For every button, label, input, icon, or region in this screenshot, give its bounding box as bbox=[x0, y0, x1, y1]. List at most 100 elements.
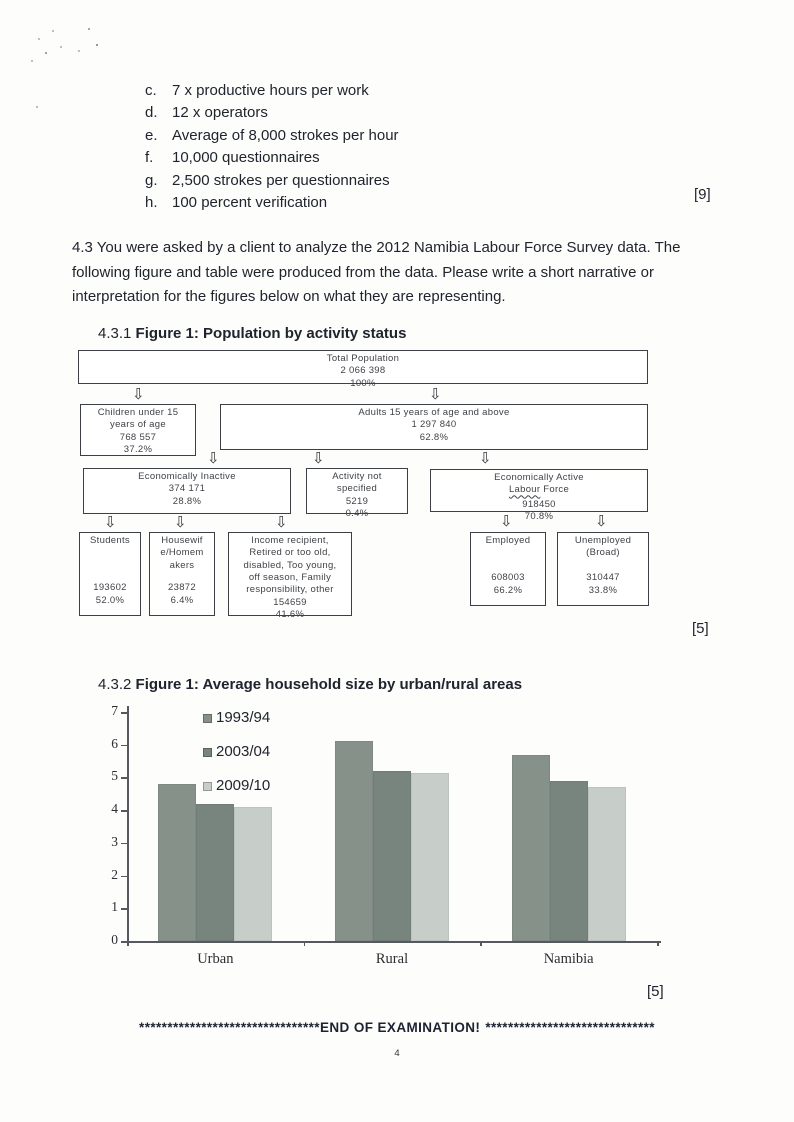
flow-node-activity-not-specified: Activity not specified 5219 0.4% bbox=[306, 468, 408, 519]
scan-speck bbox=[31, 60, 33, 62]
flow-node-text: Activity not specified 5219 0.4% bbox=[332, 471, 382, 520]
legend-swatch bbox=[203, 714, 212, 723]
x-category-label: Urban bbox=[197, 951, 234, 967]
bar-2003-04 bbox=[196, 803, 235, 941]
down-arrow-icon: ⇩ bbox=[275, 513, 288, 531]
bar-2003-04 bbox=[549, 780, 588, 941]
flow-node-unemployed-broad: Unemployed (Broad) 310447 33.8% bbox=[557, 532, 649, 606]
y-tick-mark bbox=[121, 941, 127, 943]
flow-node-economically-inactive: Economically Inactive 374 171 28.8% bbox=[83, 468, 291, 514]
y-tick-label: 6 bbox=[111, 735, 118, 751]
flow-node-text: Housewif e/Homem akers bbox=[160, 535, 204, 571]
flow-node-line: Economically Active bbox=[494, 472, 584, 483]
scan-speck bbox=[88, 28, 90, 30]
x-category-label: Rural bbox=[375, 951, 409, 967]
marks-badge: [5] bbox=[647, 983, 664, 1000]
answer-list: c.7 x productive hours per work d.12 x o… bbox=[145, 80, 399, 214]
bar-2009-10 bbox=[234, 806, 273, 941]
list-item-letter: e. bbox=[145, 126, 158, 144]
scan-speck bbox=[96, 44, 98, 46]
y-tick-label: 0 bbox=[111, 932, 118, 947]
flow-node-students: Students 193602 52.0% bbox=[79, 532, 141, 616]
figure2-heading: 4.3.2 Figure 1: Average household size b… bbox=[98, 676, 522, 693]
flow-node-text: Unemployed (Broad) bbox=[574, 535, 632, 559]
y-tick-label: 7 bbox=[111, 703, 118, 718]
legend-label: 1993/94 bbox=[216, 709, 271, 726]
down-arrow-icon: ⇩ bbox=[500, 512, 513, 530]
x-axis-line bbox=[126, 941, 661, 943]
end-of-exam-text: END OF EXAMINATION! bbox=[319, 1020, 481, 1035]
end-of-exam-line: ********************************END OF E… bbox=[0, 1020, 794, 1035]
flow-node-values: 918450 70.8% bbox=[522, 498, 556, 523]
x-tick-mark bbox=[303, 941, 306, 946]
down-arrow-icon: ⇩ bbox=[104, 513, 117, 531]
legend-label: 2003/04 bbox=[216, 743, 271, 760]
list-item: h. 100 percent verification bbox=[145, 192, 399, 214]
bar-2009-10 bbox=[411, 772, 449, 941]
scan-speck bbox=[45, 52, 47, 54]
x-tick-mark bbox=[657, 941, 659, 946]
flow-node-text: Employed bbox=[485, 535, 531, 546]
marks-badge: [5] bbox=[692, 620, 709, 637]
flow-node-total-population: Total Population 2 066 398 100% bbox=[78, 350, 648, 389]
flow-node-labour-word: Labour bbox=[508, 484, 541, 496]
down-arrow-icon: ⇩ bbox=[595, 512, 608, 530]
legend-swatch bbox=[203, 782, 212, 791]
flow-node-housewife-homemakers: Housewif e/Homem akers 23872 6.4% bbox=[149, 532, 215, 616]
flow-node-values: 23872 6.4% bbox=[168, 582, 196, 606]
marks-badge: [9] bbox=[694, 186, 711, 203]
flow-node-line: Force bbox=[540, 484, 570, 496]
down-arrow-icon: ⇩ bbox=[479, 449, 492, 467]
y-tick-mark bbox=[121, 908, 127, 910]
y-tick-label: 3 bbox=[111, 833, 118, 849]
list-item: d.12 x operators bbox=[145, 102, 399, 124]
list-item: g. 2,500 strokes per questionnaires bbox=[145, 170, 399, 192]
scan-speck bbox=[36, 106, 38, 108]
y-tick-label: 5 bbox=[111, 768, 118, 784]
flow-node-text: Adults 15 years of age and above 1 297 8… bbox=[358, 407, 510, 443]
flow-node-income-recipient: Income recipient, Retired or too old, di… bbox=[228, 532, 352, 620]
list-item-text: Average of 8,000 strokes per hour bbox=[172, 126, 399, 144]
y-tick-label: 4 bbox=[111, 801, 118, 817]
flow-node-text: Income recipient, Retired or too old, di… bbox=[243, 535, 337, 596]
flow-node-text: Children under 15 years of age 768 557 3… bbox=[97, 407, 179, 456]
list-item-letter: g. bbox=[145, 171, 158, 189]
scan-speck bbox=[52, 30, 54, 32]
figure1-heading-number: 4.3.1 bbox=[98, 325, 132, 342]
stars-right: ****************************** bbox=[485, 1020, 655, 1035]
y-tick-mark bbox=[121, 712, 127, 714]
scan-speck bbox=[60, 46, 62, 48]
list-item-letter: d. bbox=[145, 104, 158, 122]
scan-speck bbox=[38, 38, 40, 40]
flow-node-text: Economically Inactive 374 171 28.8% bbox=[138, 471, 236, 507]
list-item-letter: c. bbox=[145, 82, 157, 99]
list-item-text: 100 percent verification bbox=[172, 194, 328, 212]
list-item-letter: h. bbox=[145, 194, 158, 212]
figure2-heading-number: 4.3.2 bbox=[98, 676, 132, 693]
list-item-letter: f. bbox=[145, 149, 154, 167]
y-tick-mark bbox=[121, 777, 127, 779]
flow-node-text: Total Population 2 066 398 100% bbox=[326, 353, 400, 389]
list-item-text: 10,000 questionnaires bbox=[172, 149, 320, 167]
x-tick-mark bbox=[480, 941, 482, 946]
list-item: c.7 x productive hours per work bbox=[145, 80, 399, 102]
flow-node-adults: Adults 15 years of age and above 1 297 8… bbox=[220, 404, 648, 450]
flow-node-values: 154659 41.6% bbox=[273, 596, 307, 621]
list-item: e. Average of 8,000 strokes per hour bbox=[145, 125, 399, 147]
scan-speck bbox=[78, 50, 80, 52]
y-tick-mark bbox=[121, 875, 127, 878]
down-arrow-icon: ⇩ bbox=[312, 449, 325, 467]
flow-node-values: 608003 66.2% bbox=[491, 572, 525, 596]
flow-node-children: Children under 15 years of age 768 557 3… bbox=[80, 404, 196, 456]
y-tick-label: 2 bbox=[111, 866, 118, 882]
legend-label: 2009/10 bbox=[216, 777, 271, 794]
list-item: f. 10,000 questionnaires bbox=[145, 147, 399, 169]
y-tick-mark bbox=[121, 842, 127, 845]
list-item-text: 2,500 strokes per questionnaires bbox=[172, 171, 390, 189]
bar-1993-94 bbox=[158, 783, 197, 941]
question-text: 4.3 You were asked by a client to analyz… bbox=[72, 239, 681, 306]
y-tick-mark bbox=[121, 744, 127, 747]
